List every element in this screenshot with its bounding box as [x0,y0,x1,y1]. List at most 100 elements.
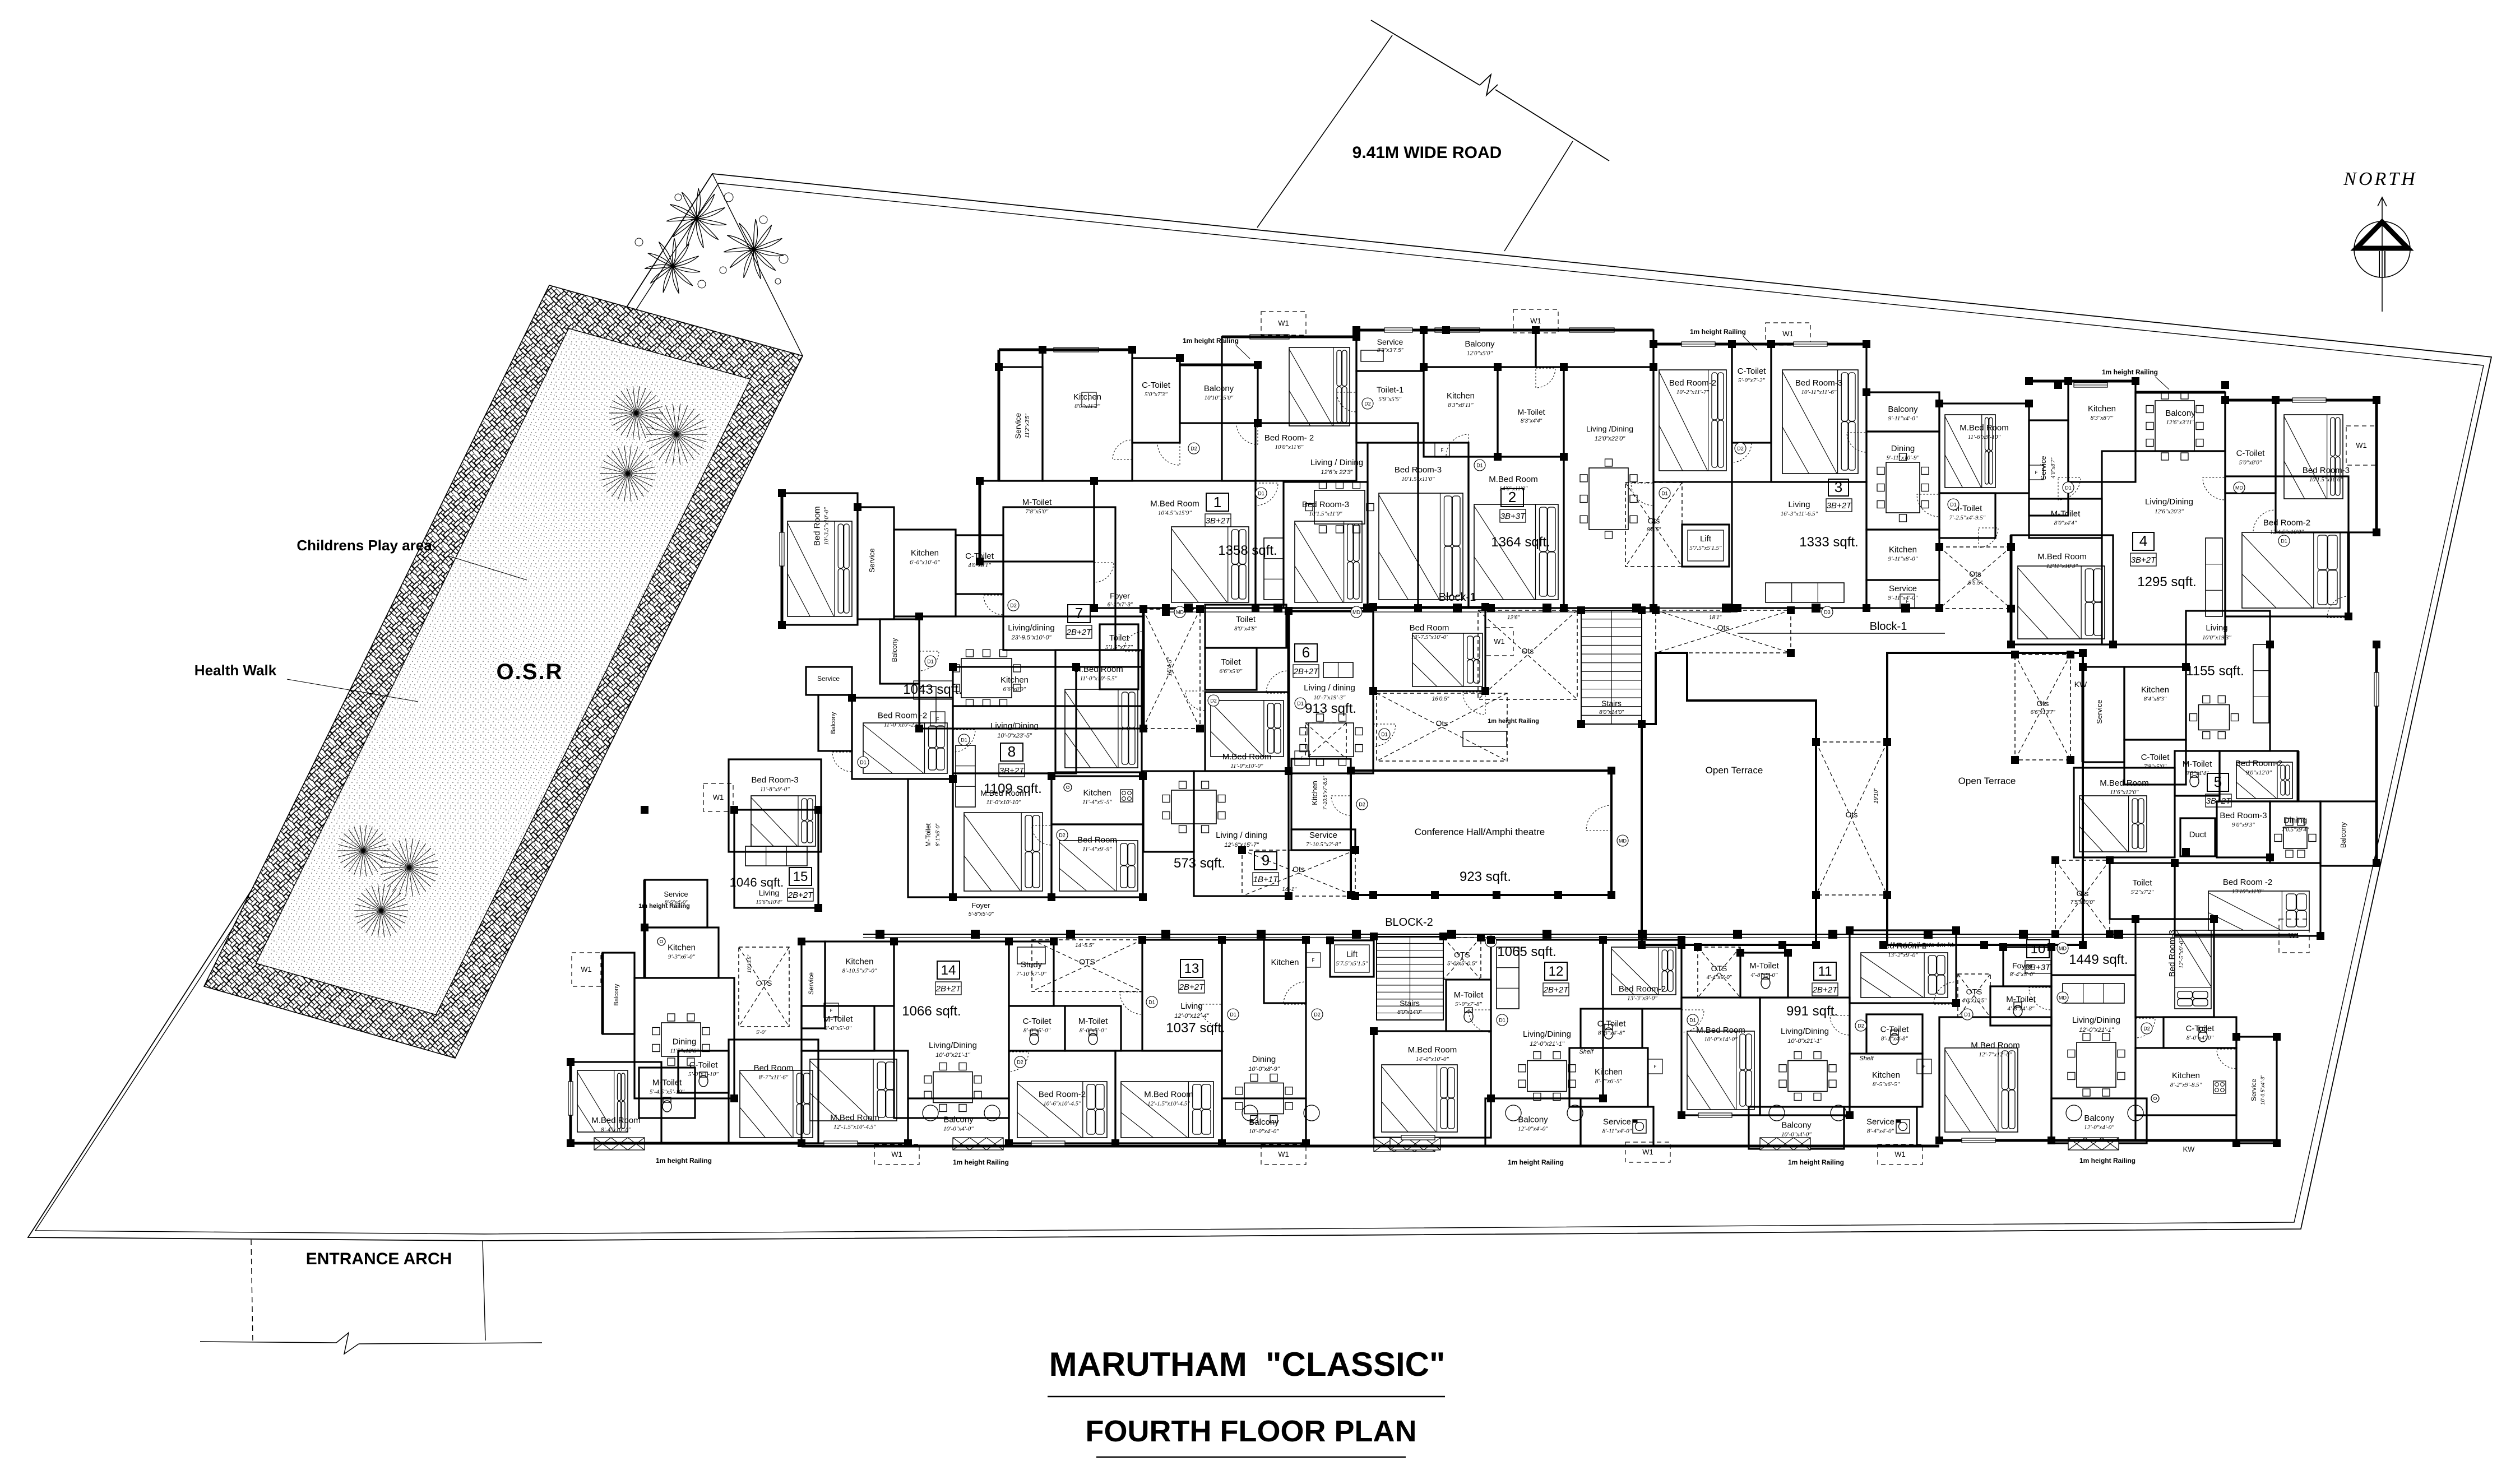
svg-text:10: 10 [2031,941,2046,957]
svg-text:12'0"x22'0": 12'0"x22'0" [1595,435,1625,442]
svg-text:Living /Dining: Living /Dining [1586,424,1633,433]
svg-text:6'6"x8'9": 6'6"x8'9" [1003,686,1026,693]
svg-text:W1: W1 [1642,1148,1653,1156]
svg-text:F: F [1654,1064,1657,1069]
svg-text:9'-11"x10'-9": 9'-11"x10'-9" [1887,454,1920,461]
svg-text:D1: D1 [1689,1018,1696,1023]
svg-text:MD: MD [1176,610,1184,615]
svg-text:M-Toilet: M-Toilet [1749,961,1779,971]
svg-text:Kitchen: Kitchen [1872,1070,1900,1080]
svg-text:1m height Railing: 1m height Railing [1183,337,1239,345]
svg-text:Bed Room-3: Bed Room-3 [2303,466,2350,475]
svg-text:D1: D1 [961,738,967,743]
svg-text:Ots: Ots [1436,719,1448,728]
svg-text:Open Terrace: Open Terrace [1706,765,1763,776]
svg-text:12'6"x20'3": 12'6"x20'3" [2155,508,2184,515]
svg-text:8'-7"x6'-5": 8'-7"x6'-5" [1595,1078,1623,1084]
svg-text:10'-0.5"x4'-3": 10'-0.5"x4'-3" [2260,1075,2266,1105]
svg-text:3B+2T: 3B+2T [2131,555,2157,565]
svg-text:D2: D2 [1364,401,1371,407]
svg-text:Living/Dining: Living/Dining [1523,1029,1571,1039]
svg-text:D2: D2 [2143,1026,2150,1032]
svg-text:573 sqft.: 573 sqft. [1174,856,1225,871]
svg-text:2B+2T: 2B+2T [1543,985,1569,995]
svg-text:M-Toilet: M-Toilet [1953,504,1982,513]
svg-text:M.Bed Room: M.Bed Room [591,1116,641,1125]
svg-text:1295 sqft.: 1295 sqft. [2137,574,2196,590]
svg-text:3B+3T: 3B+3T [1500,512,1526,521]
svg-text:C-Toilet: C-Toilet [1597,1019,1627,1029]
svg-text:5'-4.5"x5'-10": 5'-4.5"x5'-10" [650,1089,684,1096]
svg-text:W1: W1 [1494,637,1505,646]
svg-text:14'-5.5": 14'-5.5" [1075,943,1094,949]
svg-text:Bed Room-2: Bed Room-2 [1879,941,1926,951]
svg-text:1m height Railing: 1m height Railing [953,1158,1009,1166]
svg-text:W1: W1 [1530,317,1541,325]
svg-text:4'-8"x4'-8": 4'-8"x4'-8" [2007,1005,2035,1012]
svg-text:M.Bed Room: M.Bed Room [980,788,1026,797]
svg-text:Foyer: Foyer [2012,961,2032,970]
svg-text:MD: MD [2059,995,2067,1001]
svg-text:FOURTH FLOOR PLAN: FOURTH FLOOR PLAN [1086,1414,1417,1448]
svg-text:3B+2T: 3B+2T [1206,516,1231,526]
svg-text:OTS: OTS [1079,957,1095,966]
svg-text:12'-0"x21'-1": 12'-0"x21'-1" [2079,1027,2114,1033]
svg-text:C-Toilet: C-Toilet [2236,449,2266,458]
svg-text:5'1.5"x7'7": 5'1.5"x7'7" [1105,644,1133,651]
svg-text:Service: Service [807,972,815,995]
svg-text:Balcony: Balcony [830,712,837,734]
svg-text:Kitchen: Kitchen [668,943,696,953]
svg-text:W1: W1 [1278,1150,1289,1158]
svg-text:Balcony: Balcony [1465,340,1495,349]
svg-text:15'6"x10'4": 15'6"x10'4" [756,899,782,906]
svg-text:Service: Service [1603,1117,1631,1127]
svg-text:3B+2T: 3B+2T [1827,501,1852,511]
svg-text:D2: D2 [1190,446,1197,452]
svg-text:Bed Room-3: Bed Room-3 [1795,378,1842,388]
svg-text:16'-3"x11'-6.5": 16'-3"x11'-6.5" [1781,511,1818,517]
svg-text:Lift: Lift [1700,534,1712,544]
svg-text:7'-10.5"x7'-8.5": 7'-10.5"x7'-8.5" [1322,776,1328,810]
svg-text:19'10": 19'10" [1873,788,1879,804]
svg-text:M.Bed Room: M.Bed Room [1696,1026,1745,1035]
svg-text:M-Toilet: M-Toilet [924,823,932,847]
svg-text:1m height Railing: 1m height Railing [2079,1157,2135,1165]
svg-text:D1: D1 [1230,1012,1236,1018]
svg-text:7'-2.5"x4'-9.5": 7'-2.5"x4'-9.5" [1949,514,1986,521]
svg-text:Ots: Ots [2077,889,2089,898]
svg-text:8'-1"x4'-8": 8'-1"x4'-8" [1881,1036,1908,1042]
svg-text:Balcony: Balcony [1249,1117,1279,1127]
svg-text:NORTH: NORTH [2343,169,2417,189]
svg-text:Lift: Lift [1346,949,1358,959]
svg-text:OTS: OTS [1454,950,1470,959]
svg-text:10'10.5": 10'10.5" [747,954,752,973]
svg-text:1m height Railing: 1m height Railing [1508,1158,1564,1166]
svg-text:D2: D2 [1359,802,1365,808]
svg-text:10'0"x11'6": 10'0"x11'6" [1275,444,1303,451]
svg-text:13'10"x11'0": 13'10"x11'0" [2232,888,2264,895]
svg-text:9'-11"x4'-0": 9'-11"x4'-0" [1888,415,1918,422]
svg-text:Hand Rail upto 1m ht.: Hand Rail upto 1m ht. [1890,941,1955,949]
svg-text:7: 7 [1075,605,1083,621]
svg-text:Service: Service [1309,831,1337,840]
svg-text:11'-8"x9'-0": 11'-8"x9'-0" [760,786,790,792]
svg-text:12'-6"x15'-7": 12'-6"x15'-7" [1224,842,1259,848]
svg-text:8'0"x4'8": 8'0"x4'8" [1234,625,1257,632]
svg-text:Balcony: Balcony [1781,1121,1812,1130]
svg-text:ENTRANCE ARCH: ENTRANCE ARCH [306,1250,452,1268]
svg-text:10'-2"x11'-7": 10'-2"x11'-7" [1676,389,1710,396]
svg-text:10'-0"x4'-0": 10'-0"x4'-0" [1249,1128,1279,1135]
svg-text:12'6"x 22'3": 12'6"x 22'3" [1321,469,1353,476]
svg-text:D1: D1 [1499,1018,1505,1023]
svg-text:10'10"x5'0": 10'10"x5'0" [1205,395,1234,401]
svg-text:11'2"x3'5": 11'2"x3'5" [1025,414,1031,438]
svg-text:6'6"x5'0": 6'6"x5'0" [1220,668,1243,675]
svg-text:Kitchen: Kitchen [1083,788,1111,797]
svg-text:Block-1: Block-1 [1439,591,1476,604]
svg-text:Living: Living [2206,623,2227,633]
svg-text:12'-0"x21'-1": 12'-0"x21'-1" [1530,1041,1565,1047]
svg-text:M.Bed Room: M.Bed Room [1150,499,1199,508]
svg-text:991 sqft.: 991 sqft. [1786,1004,1838,1019]
svg-text:8'-4"x10'-0": 8'-4"x10'-0" [601,1126,631,1133]
svg-text:F: F [1301,756,1304,761]
